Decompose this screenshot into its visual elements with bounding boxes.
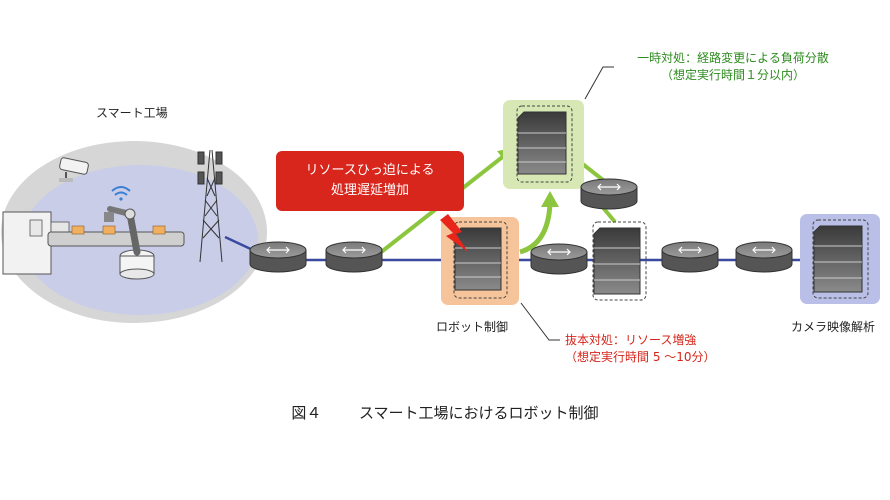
router-1-icon — [249, 241, 307, 273]
security-camera-icon — [59, 157, 89, 182]
temporary-measure-title: 一時対処：経路変更による負荷分散 — [637, 51, 829, 65]
factory-label: スマート工場 — [96, 106, 168, 120]
router-4-icon — [661, 241, 719, 273]
callout-line-2: 処理遅延増加 — [330, 183, 409, 198]
camera-server-icon — [813, 225, 863, 293]
camera-analysis-label: カメラ映像解析 — [791, 320, 876, 334]
lightning-alert-icon — [440, 214, 468, 252]
fundamental-measure-time: （想定実行時間 5 〜10分） — [565, 350, 716, 364]
figure-title: スマート工場におけるロボット制御 — [359, 404, 599, 422]
temporary-server-frame — [516, 105, 573, 183]
temporary-server-icon — [517, 111, 567, 175]
resource-increase-arrow — [519, 191, 559, 255]
conveyor-belt-icon — [47, 225, 185, 247]
figure-caption: 図４ スマート工場におけるロボット制御 — [0, 402, 890, 423]
robot-control-label: ロボット制御 — [436, 320, 509, 334]
figure-number: 図４ — [291, 404, 322, 422]
robot-server-frame — [453, 221, 508, 299]
router-3-icon — [530, 243, 588, 275]
router-5-icon — [735, 241, 793, 273]
resource-shortage-callout: リソースひっ迫による 処理遅延増加 — [276, 151, 464, 211]
fundamental-leader-line — [520, 302, 560, 341]
fundamental-measure-title: 抜本対処：リソース増強 — [565, 333, 697, 347]
robot-server-icon — [454, 227, 502, 291]
added-server-frame — [592, 221, 647, 301]
camera-server-frame — [812, 219, 869, 299]
temporary-leader-line — [584, 66, 614, 100]
router-branch-icon — [580, 178, 638, 210]
added-server-icon — [593, 227, 641, 295]
temporary-measure-time: （想定実行時間１分以内） — [660, 68, 805, 82]
callout-line-1: リソースひっ迫による — [305, 163, 435, 178]
router-2-icon — [325, 241, 383, 273]
wifi-icon — [111, 186, 131, 201]
robot-arm-icon — [104, 206, 155, 280]
antenna-tower-icon — [197, 149, 223, 263]
